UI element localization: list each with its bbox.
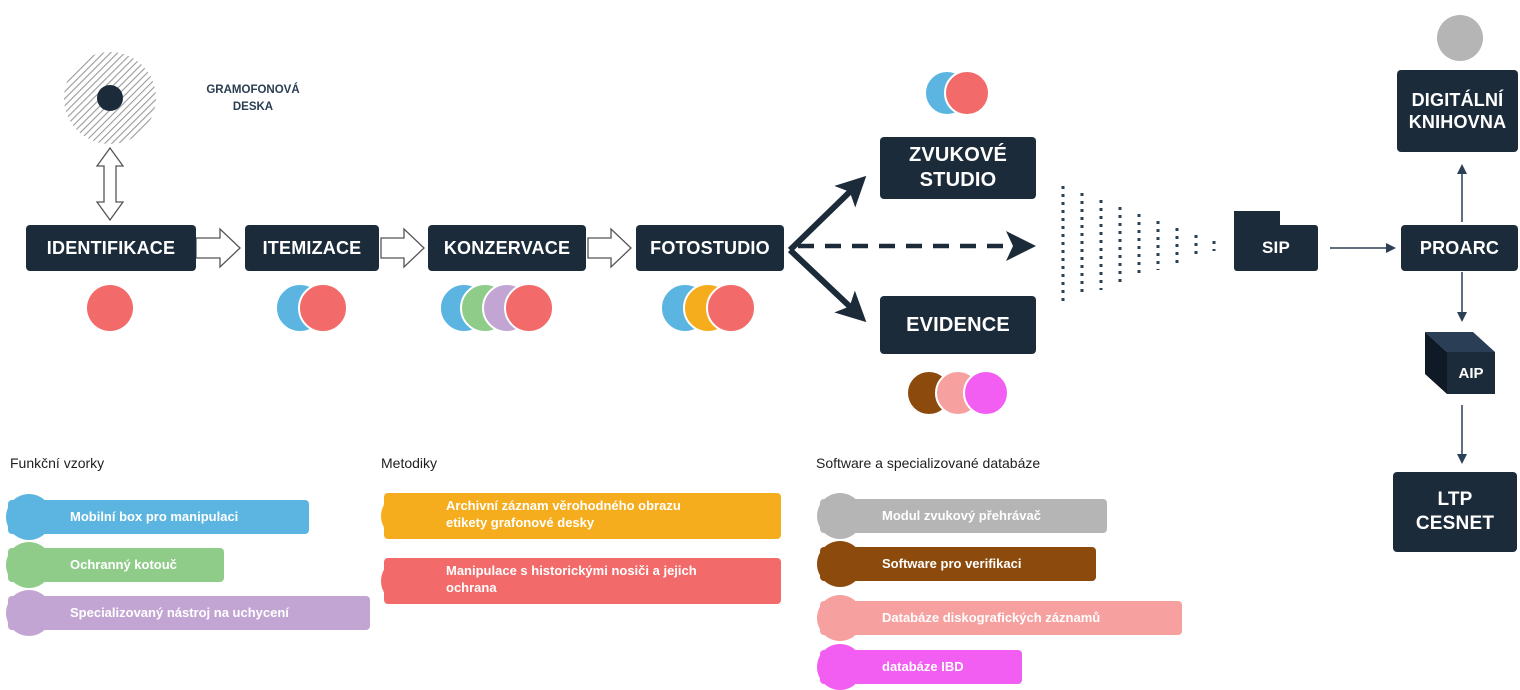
legend-item-mobilni-box: Mobilní box pro manipulaci xyxy=(8,500,309,534)
aip-label: AIP xyxy=(1458,364,1484,382)
record-label: GRAMOFONOVÁ DESKA xyxy=(173,82,333,115)
legend-title-metodiky: Metodiky xyxy=(381,455,438,471)
legend-dot-red xyxy=(381,558,427,604)
arrow-to-evidence xyxy=(787,247,867,323)
legend-dot-blue xyxy=(6,494,52,540)
folder-tab xyxy=(1234,211,1280,225)
dot-red xyxy=(298,283,348,333)
step-itemizace: ITEMIZACE xyxy=(245,225,379,271)
legend-title-software: Software a specializované databáze xyxy=(816,455,1041,471)
digital-library-line2: KNIHOVNA xyxy=(1408,112,1507,132)
dotted-funnel xyxy=(1061,186,1216,304)
digital-library-line1: DIGITÁLNÍ xyxy=(1411,89,1504,110)
legend-item-specializovany-nastroj: Specializovaný nástroj na uchycení xyxy=(8,596,370,630)
hollow-arrow-1 xyxy=(195,227,241,269)
dot-red xyxy=(504,283,554,333)
legend-item-label: Modul zvukový přehrávač xyxy=(882,507,1041,523)
legend-dot-pink xyxy=(817,595,863,641)
step-konzervace: KONZERVACE xyxy=(428,225,586,271)
legend-item-line2: ochrana xyxy=(446,579,497,595)
step-fotostudio: FOTOSTUDIO xyxy=(636,225,784,271)
legend-dot-green xyxy=(6,542,52,588)
bidirectional-arrow xyxy=(95,146,125,222)
legend-dot-orange xyxy=(381,493,427,539)
legend-item-label: databáze IBD xyxy=(882,658,964,674)
ltp-line2: CESNET xyxy=(1415,513,1495,534)
zvukove-studio-box: ZVUKOVÉ STUDIO xyxy=(880,137,1036,199)
zvukove-studio-line1: ZVUKOVÉ xyxy=(908,144,1008,166)
dot-red xyxy=(944,70,990,116)
hollow-arrow-3 xyxy=(587,227,632,269)
legend-item-label: Software pro verifikaci xyxy=(882,555,1022,571)
ltp-cesnet-box: LTP CESNET xyxy=(1393,472,1517,552)
legend-item-archivni-zaznam: Archivní záznam věrohodného obrazu etike… xyxy=(384,493,781,539)
evidence-box: EVIDENCE xyxy=(880,296,1036,354)
legend-item-line1: Manipulace s historickými nosiči a jejic… xyxy=(446,563,697,578)
dot-magenta xyxy=(963,370,1009,416)
record-label-line1: GRAMOFONOVÁ xyxy=(206,84,300,96)
legend-item-modul-prehravac: Modul zvukový přehrávač xyxy=(820,499,1107,533)
legend-item-line1: Archivní záznam věrohodného obrazu xyxy=(446,498,681,513)
aip-cube-icon xyxy=(1425,332,1495,394)
dot-red xyxy=(706,283,756,333)
legend-item-label: Ochranný kotouč xyxy=(70,556,177,572)
legend-title-funkcni: Funkční vzorky xyxy=(10,455,105,471)
legend-dot-magenta xyxy=(817,644,863,690)
zvukove-studio-line2: STUDIO xyxy=(919,169,997,191)
legend-item-label: Mobilní box pro manipulaci xyxy=(70,508,239,524)
legend-dot-brown xyxy=(817,541,863,587)
gramophone-record-icon xyxy=(64,52,156,144)
library-status-dot xyxy=(1437,15,1483,61)
ltp-line1: LTP xyxy=(1437,489,1473,511)
hollow-arrow-2 xyxy=(380,227,425,269)
legend-item-line2: etikety grafonové desky xyxy=(446,514,595,530)
legend-item-databaze-diskografickych: Databáze diskografických záznamů xyxy=(820,601,1182,635)
dot-red xyxy=(87,285,133,331)
step-identifikace: IDENTIFIKACE xyxy=(26,225,196,271)
legend-dot-purple xyxy=(6,590,52,636)
legend-item-label: Specializovaný nástroj na uchycení xyxy=(70,604,289,620)
legend-item-manipulace: Manipulace s historickými nosiči a jejic… xyxy=(384,558,781,604)
legend-item-label: Databáze diskografických záznamů xyxy=(882,609,1101,625)
digital-library-box: DIGITÁLNÍ KNIHOVNA xyxy=(1397,70,1518,152)
legend-dot-gray xyxy=(817,493,863,539)
record-label-line2: DESKA xyxy=(232,100,274,113)
sip-box: SIP xyxy=(1234,225,1318,271)
arrow-to-studio xyxy=(787,175,867,253)
legend-item-software-verifikace: Software pro verifikaci xyxy=(820,547,1096,581)
proarc-box: PROARC xyxy=(1401,225,1518,271)
